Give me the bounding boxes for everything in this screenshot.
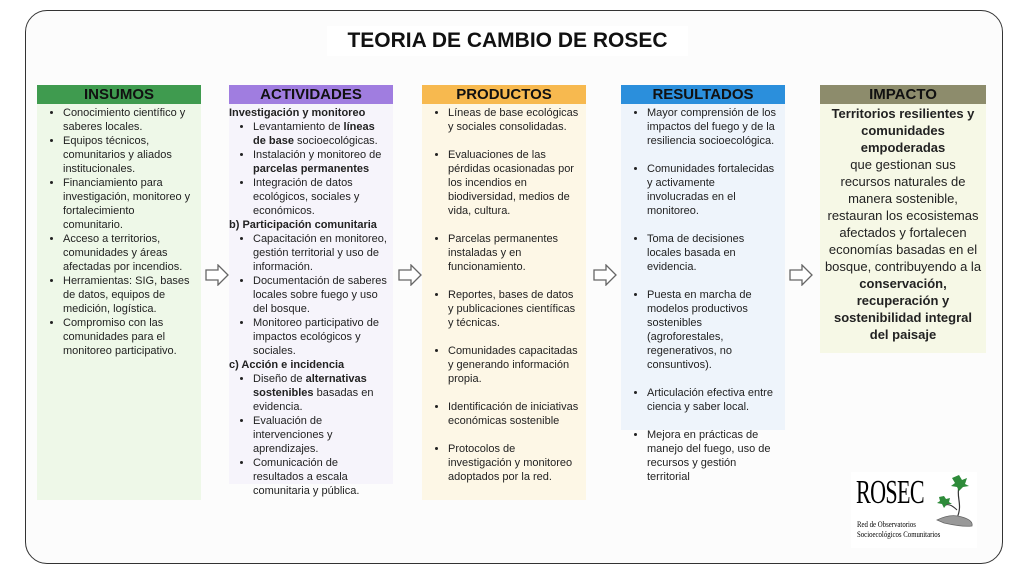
page-title: TEORIA DE CAMBIO DE ROSEC	[327, 26, 688, 56]
list-item: Comunidades capacitadas y generando info…	[448, 344, 580, 386]
rosec-logo: ROSEC Red de Observatorios Socioecológic…	[851, 472, 977, 548]
list-item: Mayor comprensión de los impactos del fu…	[647, 106, 779, 148]
item-text: Capacitación en monitoreo, gestión terri…	[253, 233, 387, 273]
list-item: Instalación y monitoreo de parcelas perm…	[253, 148, 387, 176]
list-item: Articulación efectiva entre ciencia y sa…	[647, 386, 779, 414]
column-header: IMPACTO	[820, 85, 986, 104]
column-header: ACTIVIDADES	[229, 85, 393, 104]
list-item: Capacitación en monitoreo, gestión terri…	[253, 232, 387, 274]
section-title: b) Participación comunitaria	[229, 219, 377, 231]
highlight-text: alternativas sostenibles	[253, 373, 367, 399]
item-text: Evaluación de intervenciones y aprendiza…	[253, 415, 333, 455]
sections: Investigación y monitoreoLevantamiento d…	[229, 104, 393, 497]
column-header: PRODUCTOS	[422, 85, 586, 104]
list-item: Compromiso con las comunidades para el m…	[63, 316, 195, 358]
column-header: INSUMOS	[37, 85, 201, 104]
column-insumos: INSUMOS Conocimiento científico y sabere…	[37, 85, 201, 500]
list-item: Equipos técnicos, comunitarios y aliados…	[63, 134, 195, 176]
item-list: Conocimiento científico y saberes locale…	[43, 106, 195, 358]
impact-text: que gestionan sus recursos naturales de …	[824, 157, 982, 274]
column-resultados: RESULTADOS Mayor comprensión de los impa…	[621, 85, 785, 483]
list-item: Levantamiento de líneas de base socioeco…	[253, 120, 387, 148]
list-item: Diseño de alternativas sostenibles basad…	[253, 372, 387, 414]
list-item: Documentación de saberes locales sobre f…	[253, 274, 387, 316]
item-text: Comunicación de resultados a escala comu…	[253, 457, 360, 497]
list-item: Puesta en marcha de modelos productivos …	[647, 288, 779, 372]
logo-line2: Socioecológicos Comunitarios	[857, 530, 941, 539]
item-list: Levantamiento de líneas de base socioeco…	[233, 120, 387, 218]
list-item: Líneas de base ecológicas y sociales con…	[448, 106, 580, 134]
column-actividades: ACTIVIDADES Investigación y monitoreoLev…	[229, 85, 393, 497]
item-text: Levantamiento de	[253, 121, 344, 133]
item-text: Documentación de saberes locales sobre f…	[253, 275, 387, 315]
list-item: Integración de datos ecológicos, sociale…	[253, 176, 387, 218]
item-text: Diseño de	[253, 373, 306, 385]
item-list: Capacitación en monitoreo, gestión terri…	[233, 232, 387, 358]
list-item: Acceso a territorios, comunidades y área…	[63, 232, 195, 274]
column-productos: PRODUCTOS Líneas de base ecológicas y so…	[422, 85, 586, 500]
impact-bold-end: conservación, recuperación y sostenibili…	[834, 276, 972, 342]
right-arrow-icon	[789, 264, 813, 286]
item-list: Diseño de alternativas sostenibles basad…	[233, 372, 387, 498]
right-arrow-icon	[593, 264, 617, 286]
list-item: Comunidades fortalecidas y activamente i…	[647, 162, 779, 218]
list-item: Monitoreo participativo de impactos ecol…	[253, 316, 387, 358]
logo-name: ROSEC	[856, 474, 925, 511]
item-text: basadas en evidencia.	[253, 387, 374, 413]
logo-line1: Red de Observatorios	[857, 520, 916, 529]
right-arrow-icon	[398, 264, 422, 286]
item-list: Mayor comprensión de los impactos del fu…	[627, 106, 779, 484]
column-header: RESULTADOS	[621, 85, 785, 104]
list-item: Comunicación de resultados a escala comu…	[253, 456, 387, 498]
item-text: socioecológicas.	[293, 135, 378, 147]
highlight-text: líneas de base	[253, 121, 375, 147]
list-item: Toma de decisiones locales basada en evi…	[647, 232, 779, 274]
highlight-text: parcelas permanentes	[253, 163, 370, 175]
item-text: Instalación y monitoreo de	[253, 149, 382, 161]
list-item: Mejora en prácticas de manejo del fuego,…	[647, 428, 779, 484]
list-item: Protocolos de investigación y monitoreo …	[448, 442, 580, 484]
section-title: c) Acción e incidencia	[229, 359, 345, 371]
list-item: Parcelas permanentes instaladas y en fun…	[448, 232, 580, 274]
item-text: Monitoreo participativo de impactos ecol…	[253, 317, 379, 357]
column-impacto: IMPACTO Territorios resilientes y comuni…	[820, 85, 986, 353]
list-item: Reportes, bases de datos y publicaciones…	[448, 288, 580, 330]
list-item: Conocimiento científico y saberes locale…	[63, 106, 195, 134]
list-item: Identificación de iniciativas económicas…	[448, 400, 580, 428]
item-list: Líneas de base ecológicas y sociales con…	[428, 106, 580, 484]
impact-bold-lead: Territorios resilientes y comunidades em…	[831, 106, 975, 155]
list-item: Evaluación de intervenciones y aprendiza…	[253, 414, 387, 456]
list-item: Herramientas: SIG, bases de datos, equip…	[63, 274, 195, 316]
section-title: Investigación y monitoreo	[229, 107, 366, 119]
item-text: Integración de datos ecológicos, sociale…	[253, 177, 360, 217]
list-item: Evaluaciones de las pérdidas ocasionadas…	[448, 148, 580, 218]
right-arrow-icon	[205, 264, 229, 286]
list-item: Financiamiento para investigación, monit…	[63, 176, 195, 232]
plant-hand-icon	[936, 475, 973, 527]
